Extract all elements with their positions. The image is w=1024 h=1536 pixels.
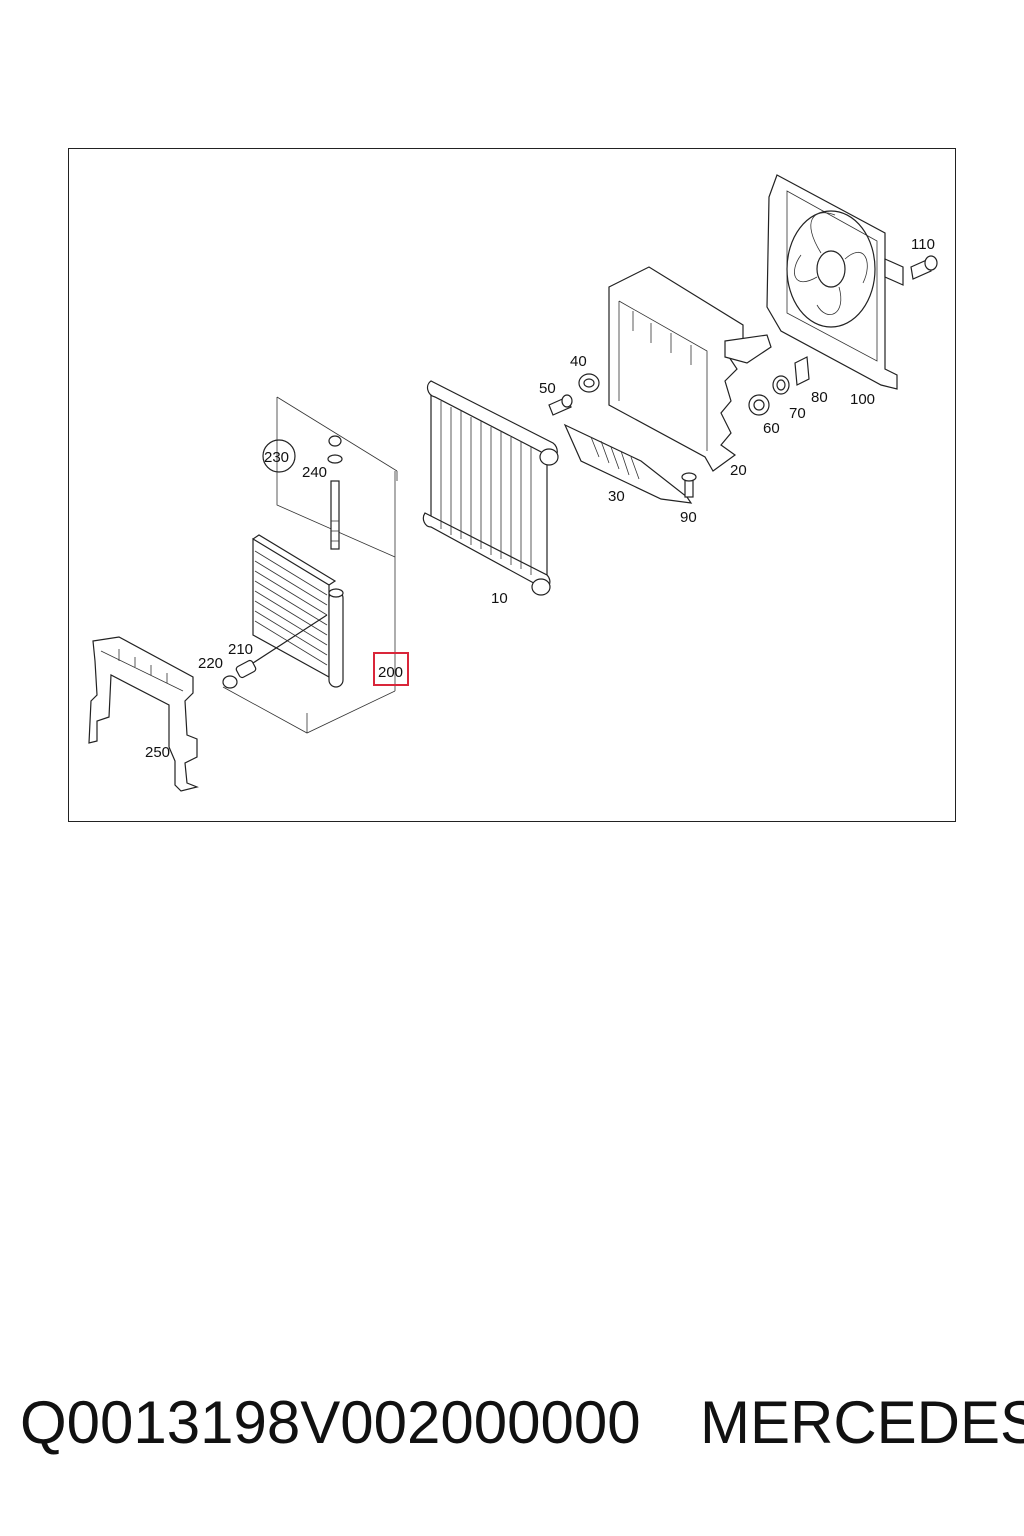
part-label-220: 220 — [198, 655, 223, 672]
part-label-30: 30 — [608, 488, 625, 505]
part-label-70: 70 — [789, 405, 806, 422]
seal-strip-30-drawing — [563, 423, 693, 504]
part-label-230: 230 — [264, 449, 289, 466]
part-label-90: 90 — [680, 509, 697, 526]
part-label-200: 200 — [378, 664, 403, 681]
part-label-10: 10 — [491, 590, 508, 607]
brand-name: MERCEDES — [700, 1389, 1024, 1456]
part-label-250: 250 — [145, 744, 170, 761]
grommet-40-drawing — [578, 373, 600, 393]
fan-100-drawing — [766, 174, 904, 390]
part-label-240: 240 — [302, 464, 327, 481]
part-label-40: 40 — [570, 353, 587, 370]
caption: Q0013198V002000000 MERCEDES — [20, 1388, 1024, 1468]
bolt-90-drawing — [681, 472, 697, 498]
part-label-110: 110 — [911, 236, 935, 253]
part-code: Q0013198V002000000 — [20, 1389, 641, 1456]
fitting-210-drawing — [235, 659, 257, 679]
dryer-230-drawing — [262, 396, 398, 558]
radiator-10-drawing — [422, 380, 559, 596]
shroud-frame-20-drawing — [608, 266, 772, 472]
part-label-50: 50 — [539, 380, 556, 397]
part-label-20: 20 — [730, 462, 747, 479]
part-label-80: 80 — [811, 389, 828, 406]
fitting-220-drawing — [222, 675, 238, 689]
highlight-box-200 — [373, 652, 409, 686]
sleeve-50-drawing — [548, 394, 573, 416]
washer-70-drawing — [772, 375, 790, 395]
part-label-100: 100 — [850, 391, 875, 408]
parts-diagram-frame: 10 20 30 40 50 60 70 80 90 100 110 200 2… — [68, 148, 956, 822]
exploded-parts-diagram: 10 20 30 40 50 60 70 80 90 100 110 200 2… — [88, 174, 938, 792]
part-label-60: 60 — [763, 420, 780, 437]
screw-110-drawing — [910, 255, 938, 280]
clip-80-drawing — [794, 356, 810, 386]
bracket-250-drawing — [88, 636, 199, 792]
part-label-210: 210 — [228, 641, 253, 658]
condenser-assembly-200-drawing — [222, 471, 396, 734]
grommet-60-drawing — [748, 394, 770, 416]
